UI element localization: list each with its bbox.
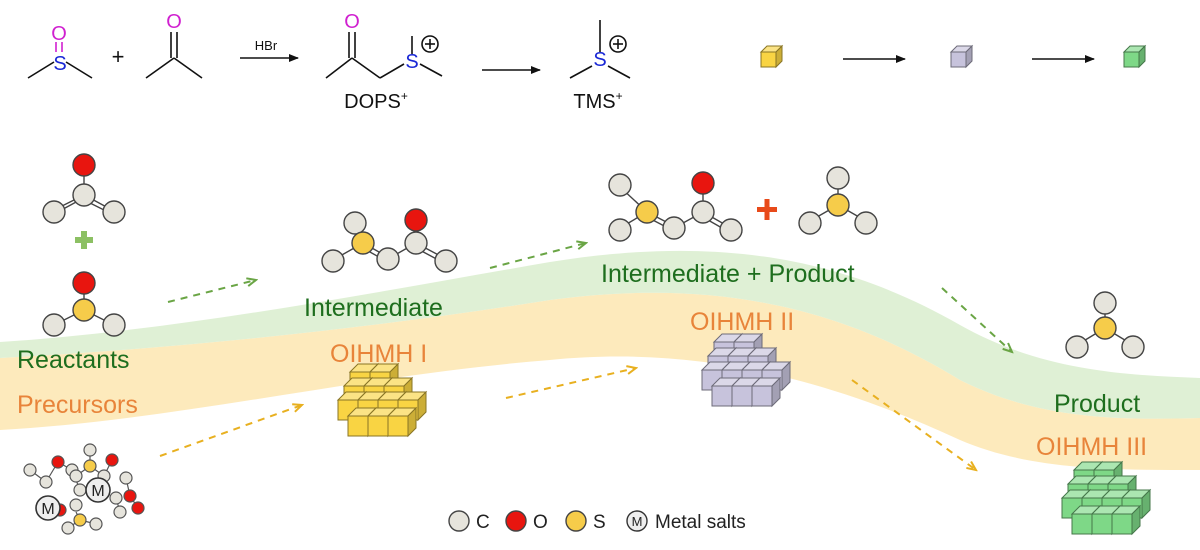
- dmso-oxygen-atom: O: [51, 23, 67, 45]
- reactants-label: Reactants: [17, 346, 130, 374]
- legend-carbon-label: C: [476, 512, 490, 533]
- reaction-scheme: [27, 20, 1095, 79]
- metal-salt-icon-2: M: [85, 477, 111, 503]
- dops-oxygen-atom: O: [344, 11, 360, 33]
- hbr-label: HBr: [255, 38, 278, 53]
- oihmh3-label: OIHMH III: [1036, 433, 1147, 461]
- legend-sulfur-swatch: [565, 510, 587, 532]
- dmso-structure: [27, 42, 93, 79]
- cube-icon-green: [1122, 44, 1147, 69]
- cube-icon-purple: [949, 44, 974, 69]
- oihmh2-cube-cluster: [700, 332, 792, 408]
- cube: [386, 406, 418, 438]
- legend-oxygen-label: O: [533, 512, 548, 533]
- cube: [1122, 44, 1147, 69]
- arrow-green-1: [167, 280, 256, 303]
- acetone-structure: [145, 32, 203, 79]
- cube-icon-yellow: [759, 44, 784, 69]
- intermediate-dops-molecule: [321, 208, 458, 273]
- cube: [949, 44, 974, 69]
- metal-salt-icon-1: M: [35, 495, 61, 521]
- oihmh2-label: OIHMH II: [690, 308, 794, 336]
- arrow-yellow-2: [505, 368, 636, 399]
- acetone-oxygen-atom: O: [166, 11, 182, 33]
- reactant-dmso-molecule: [42, 271, 126, 337]
- green-band: [0, 250, 1200, 419]
- reactant-acetone-molecule: [42, 153, 126, 224]
- metal-salt-symbol: M: [41, 501, 54, 518]
- legend-carbon-swatch: [448, 510, 470, 532]
- dmso-sulfur-atom: S: [53, 53, 66, 75]
- precursors-label: Precursors: [17, 391, 138, 419]
- orange-band: [0, 292, 1200, 470]
- stage3-dops-molecule: [608, 171, 743, 242]
- plus-icon-orange: [757, 199, 777, 220]
- dops-structure: [325, 32, 443, 79]
- product-label: Product: [1054, 390, 1140, 418]
- legend-metal-label: Metal salts: [655, 512, 746, 533]
- plus-icon-green: [75, 231, 93, 249]
- dops-sulfur-atom: S: [405, 51, 418, 73]
- cube: [759, 44, 784, 69]
- dops-label: DOPS+: [344, 89, 408, 113]
- metal-salt-symbol: M: [91, 483, 104, 500]
- precursor-cluster: [23, 443, 145, 535]
- arrow-yellow-1: [159, 405, 302, 457]
- legend: C O S M Metal salts: [448, 510, 746, 533]
- cube: [1110, 504, 1142, 536]
- legend-sulfur-label: S: [593, 512, 606, 533]
- stage3-tms-molecule: [798, 166, 878, 235]
- oihmh3-cube-cluster: [1060, 460, 1152, 536]
- oihmh1-cube-cluster: [336, 362, 428, 438]
- product-tms-molecule: [1065, 291, 1145, 359]
- intermediate-label: Intermediate: [304, 294, 443, 322]
- legend-metal-swatch: [626, 510, 648, 532]
- intermediate-product-label: Intermediate + Product: [601, 260, 855, 288]
- legend-metal-symbol: M: [632, 514, 643, 529]
- tms-structure: [569, 20, 631, 79]
- arrow-green-2: [489, 243, 586, 269]
- arrow-green-3: [941, 287, 1012, 352]
- plus-sign: +: [112, 44, 125, 69]
- cube: [750, 376, 782, 408]
- oihmh1-label: OIHMH I: [330, 340, 427, 368]
- legend-oxygen-swatch: [505, 510, 527, 532]
- tms-label: TMS+: [573, 89, 622, 113]
- tms-sulfur-atom: S: [593, 49, 606, 71]
